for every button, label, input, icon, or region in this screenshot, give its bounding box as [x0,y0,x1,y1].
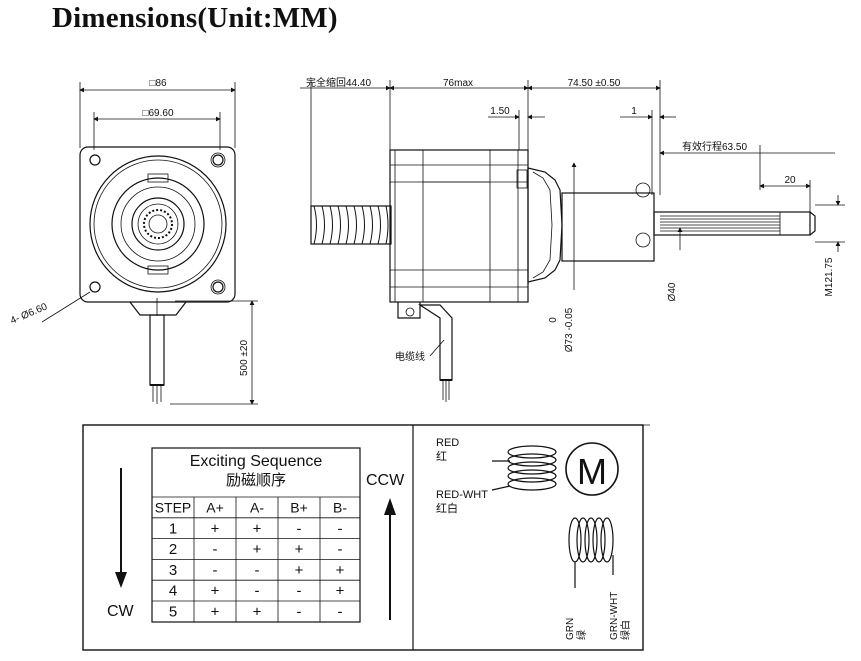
sequence-cells: STEP A+ A- B+ B- 1 + + - - 2 - + + - 3 - - + +4 + - - +5 + + - - [155,500,348,621]
table-cell: 4 [169,583,177,600]
table-cell: - [255,562,260,579]
sequence-title-en: Exciting Sequence [190,453,323,470]
dim-retracted: 完全缩回44.40 [306,76,371,89]
dim-boss-diameter: Ø73 -0.05 [564,307,575,352]
table-cell: - [213,541,218,558]
cw-label: CW [107,603,135,620]
wire-grnwht-cn: 绿白 [619,620,632,640]
table-cell: 2 [169,541,177,558]
page-title: Dimensions(Unit:MM) [52,2,338,34]
dim-thread: M121.75 [824,257,835,296]
wire-redwht-cn: 红白 [436,501,458,515]
table-cell: + [336,562,345,579]
side-view: 完全缩回44.40 76max 74.50 ±0.50 1.50 1 有效行程6… [300,76,845,402]
table-cell: 5 [169,604,177,621]
table-header-cell: B+ [290,500,308,516]
table-cell: + [211,604,220,621]
table-cell: - [338,604,343,621]
table-header-cell: B- [333,500,347,516]
dim-extension: 74.50 ±0.50 [568,78,621,89]
dim-boss-tolerance: 0 [548,317,559,323]
sequence-grid [152,497,360,622]
table-cell: - [338,520,343,537]
table-cell: + [211,583,220,600]
table-cell: - [255,583,260,600]
dim-stroke: 有效行程63.50 [682,140,747,153]
dim-body: 76max [443,78,473,89]
wire-grn-en: GRN [565,618,576,640]
table-cell: + [211,520,220,537]
wire-red-cn: 红 [436,450,447,463]
table-header-cell: A+ [206,500,224,516]
dim-hole-spacing: □69.60 [142,108,174,119]
dim-outer: □86 [149,78,167,89]
table-cell: 3 [169,562,177,579]
table-cell: + [295,541,304,558]
wire-grnwht-en: GRN-WHT [609,592,620,640]
table-cell: + [253,541,262,558]
dim-step: 1.50 [490,106,510,117]
wire-red-en: RED [436,437,459,449]
dim-diameter-40: Ø40 [667,282,678,301]
ccw-label: CCW [366,472,405,489]
table-cell: - [297,520,302,537]
table-cell: 1 [169,520,177,537]
table-header-cell: STEP [155,500,192,516]
table-cell: + [336,583,345,600]
sequence-panel: CW CCW Exciting Sequence 励磁顺序 STEP A+ A- B+… [82,424,650,651]
wire-redwht-en: RED-WHT [436,489,488,501]
dim-one: 1 [631,106,637,117]
dim-twenty: 20 [784,175,796,186]
table-cell: - [338,541,343,558]
table-cell: + [295,562,304,579]
dim-cable-length: 500 ±20 [239,340,250,377]
table-cell: + [253,604,262,621]
wiring-diagram: RED 红 RED-WHT 红白 M GRN 绿 GRN-WHT 绿白 [436,437,632,640]
table-header-cell: A- [250,500,264,516]
table-cell: - [213,562,218,579]
dim-holes: 4- Ø6.60 [9,301,50,327]
table-cell: + [253,520,262,537]
sequence-title-cn: 励磁顺序 [226,472,286,489]
cable-label: 电缆线 [395,350,425,363]
table-cell: - [297,604,302,621]
wire-grn-cn: 绿 [575,630,588,640]
table-cell: - [297,583,302,600]
front-view: □86 □69.60 [9,78,258,405]
motor-symbol: M [577,451,607,492]
